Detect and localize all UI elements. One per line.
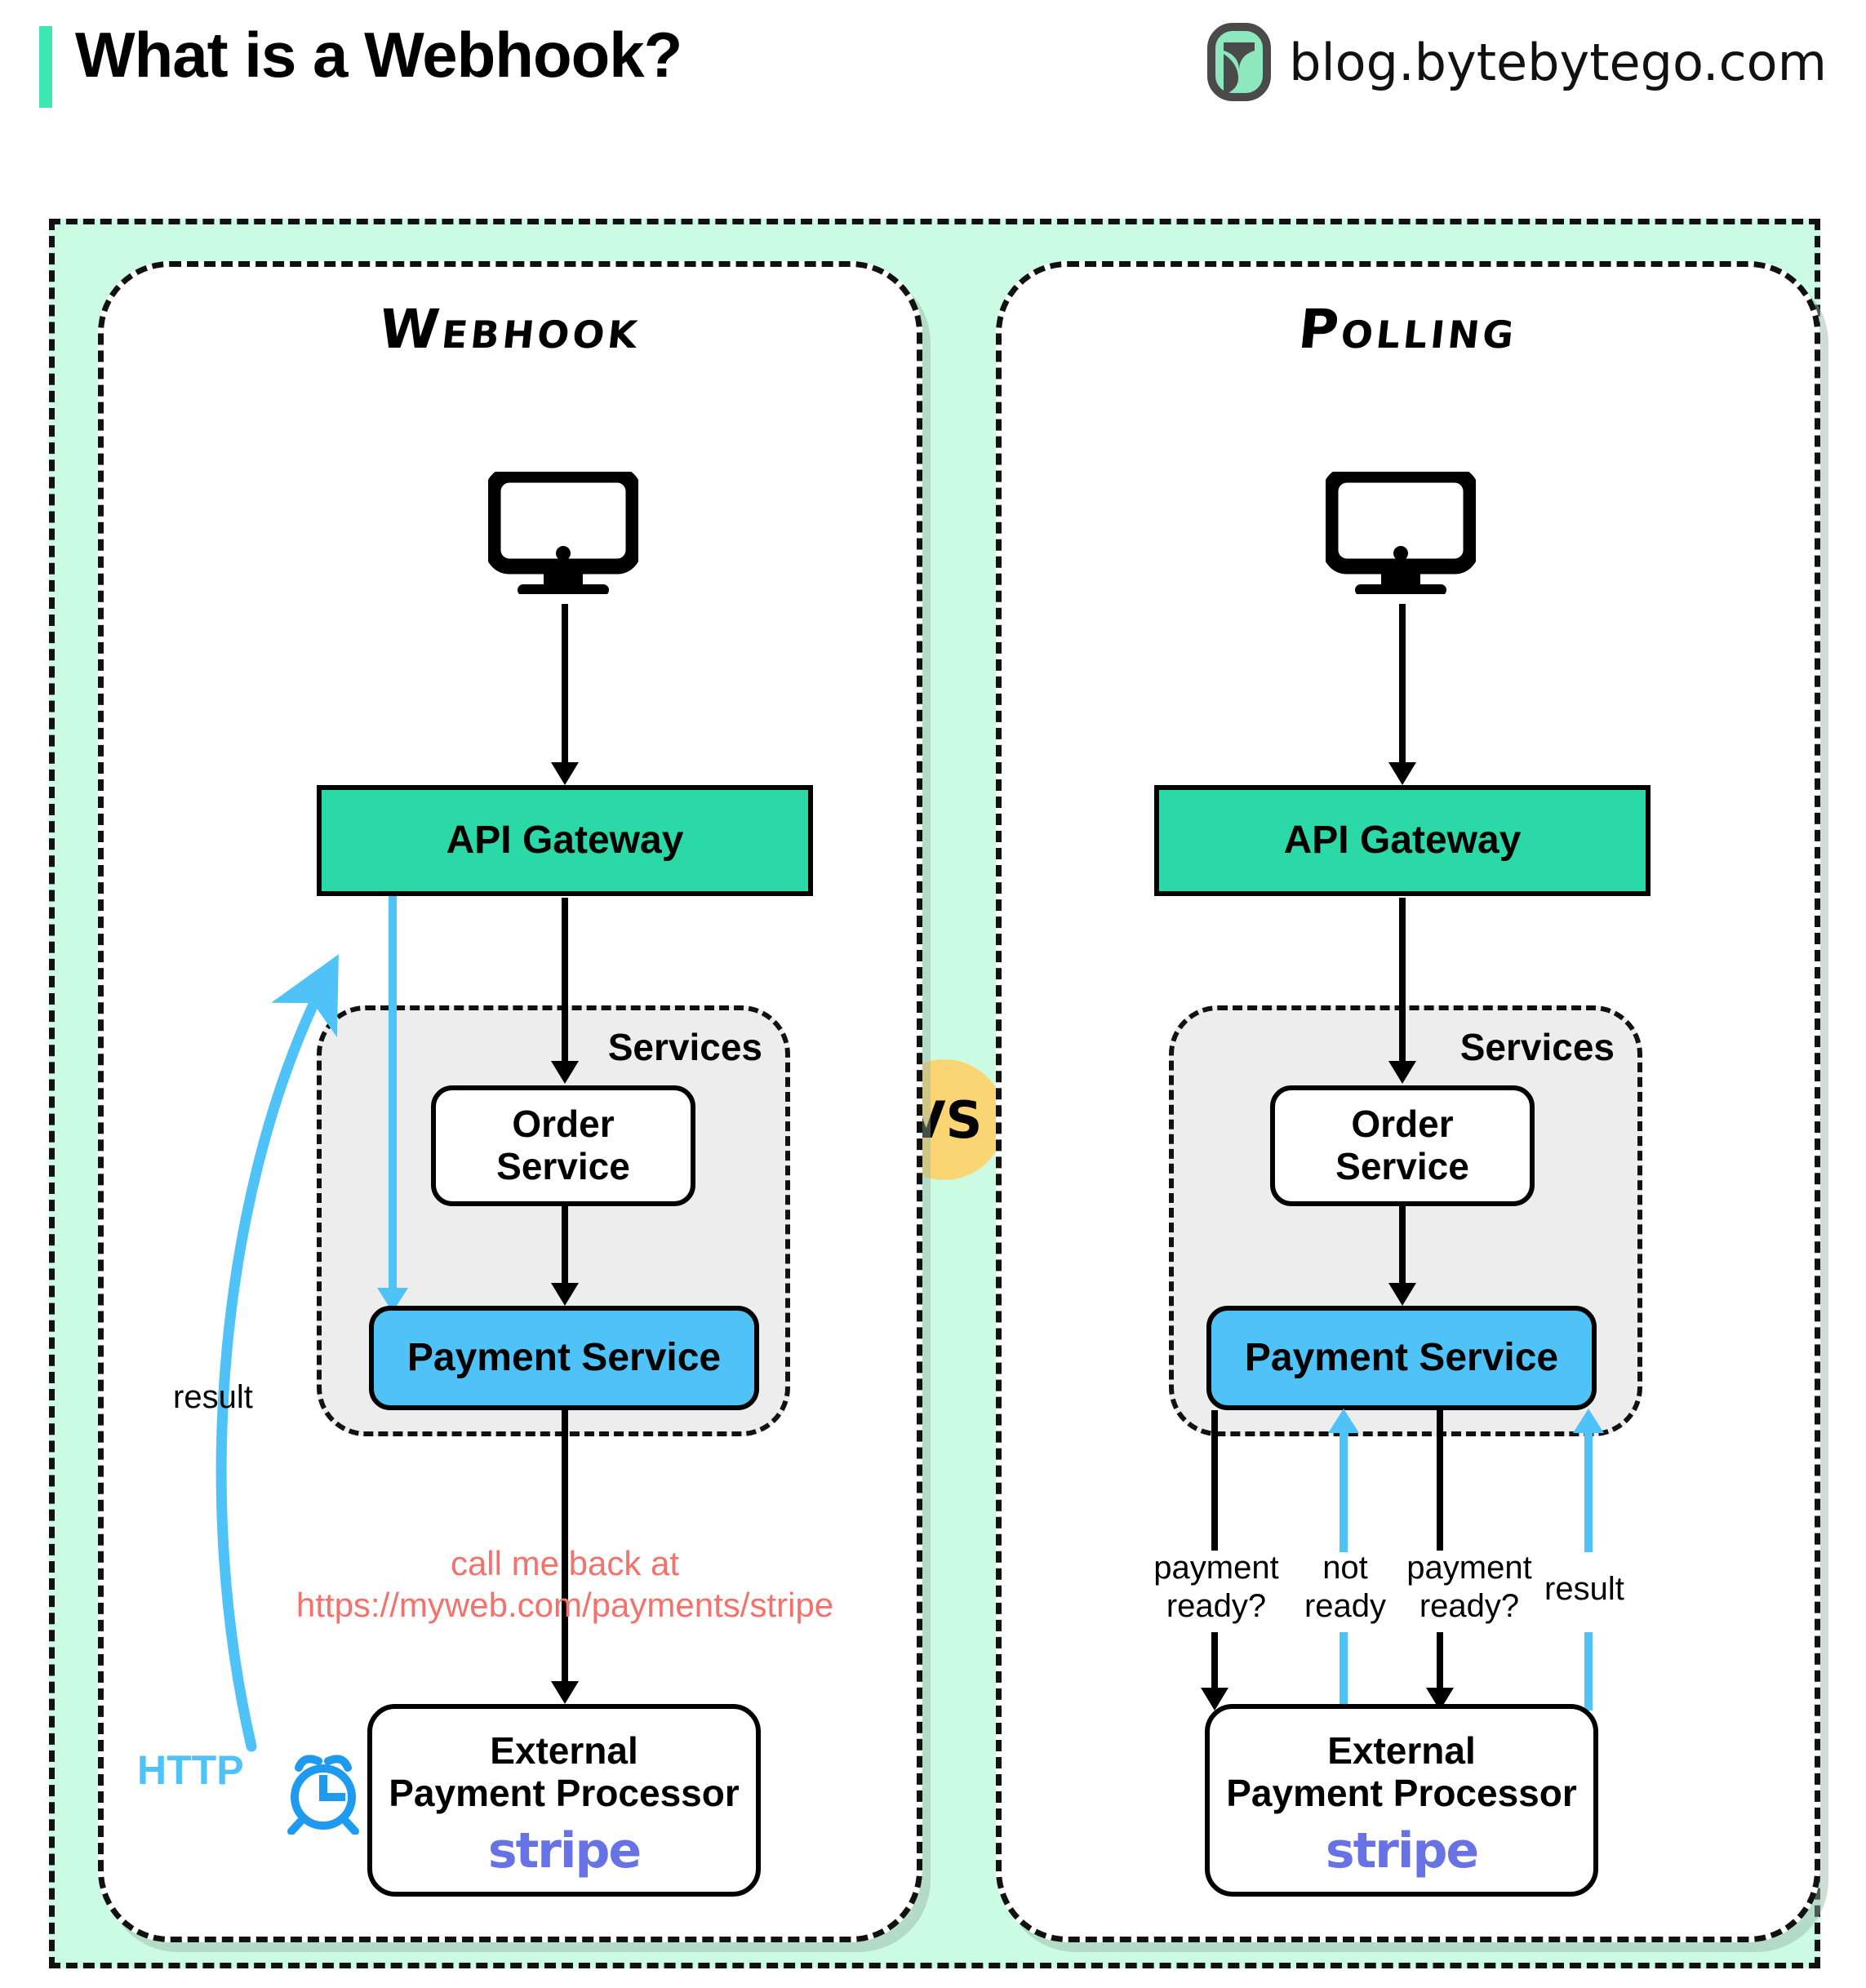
alarm-clock-icon [284,1746,362,1835]
arrow-gateway-to-order-webhook [549,898,581,1084]
arrow-order-to-payment-webhook [549,1206,581,1306]
poll-arrow-4-top [1571,1409,1606,1552]
arrow-result-curved-webhook [215,954,339,1752]
poll-arrow-2-top [1326,1409,1361,1552]
callback-line-2: https://myweb.com/payments/stripe [295,1586,834,1625]
panel-title-webhook: Webhook [376,298,644,361]
page-header: What is a Webhook? blog.bytebytego.com [0,0,1866,131]
processor-title-polling: External Payment Processor [1226,1729,1577,1814]
result-label-webhook: result [173,1379,253,1415]
bytebytego-logo-icon [1207,23,1272,101]
poll-label-1: payment ready? [1153,1550,1279,1625]
stripe-logo-webhook: stripe [487,1822,642,1880]
desktop-monitor-icon-polling [1326,472,1476,594]
stripe-logo-polling: stripe [1325,1822,1479,1880]
arrow-payment-to-processor-webhook [549,1410,581,1704]
callback-line-1: call me back at [450,1544,680,1582]
arrow-order-to-payment-polling [1386,1206,1419,1306]
poll-arrow-1-bottom [1198,1632,1231,1711]
node-payment-service-polling: Payment Service [1206,1306,1597,1410]
node-external-processor-webhook: External Payment Processor stripe [367,1704,761,1897]
poll-shaft-1-top [1211,1410,1218,1551]
poll-arrow-3-bottom [1424,1632,1456,1711]
node-external-processor-polling: External Payment Processor stripe [1205,1704,1598,1897]
poll-shaft-2-bottom [1340,1632,1348,1711]
desktop-monitor-icon [488,472,638,594]
node-order-service-webhook: Order Service [431,1085,695,1206]
brand-block: blog.bytebytego.com [1207,23,1827,101]
node-api-gateway-polling: API Gateway [1154,785,1651,896]
services-label-polling: Services [1459,1026,1615,1068]
arrow-gateway-to-order-polling [1386,898,1419,1084]
arrow-client-to-gateway-polling [1386,604,1419,785]
node-payment-service-webhook: Payment Service [369,1306,759,1410]
node-api-gateway-webhook: API Gateway [317,785,813,896]
processor-title-webhook: External Payment Processor [389,1729,740,1814]
arrow-client-to-gateway-webhook [549,604,581,785]
poll-label-4: result [1544,1571,1624,1607]
node-order-service-polling: Order Service [1270,1085,1535,1206]
panel-title-polling: Polling [1295,298,1521,361]
poll-shaft-4-bottom [1584,1632,1593,1711]
callback-url-label: call me back at https://myweb.com/paymen… [204,1542,926,1626]
title-accent-bar [39,26,52,108]
http-label: HTTP [137,1747,244,1793]
poll-label-2: not ready [1304,1550,1387,1625]
brand-name: blog.bytebytego.com [1289,32,1827,92]
poll-shaft-3-top [1437,1410,1443,1551]
page-title: What is a Webhook? [75,19,682,91]
poll-label-3: payment ready? [1406,1550,1532,1625]
node-order-service-label-polling: Order Service [1335,1103,1469,1187]
node-order-service-label-webhook: Order Service [496,1103,630,1187]
services-label-webhook: Services [607,1026,762,1068]
